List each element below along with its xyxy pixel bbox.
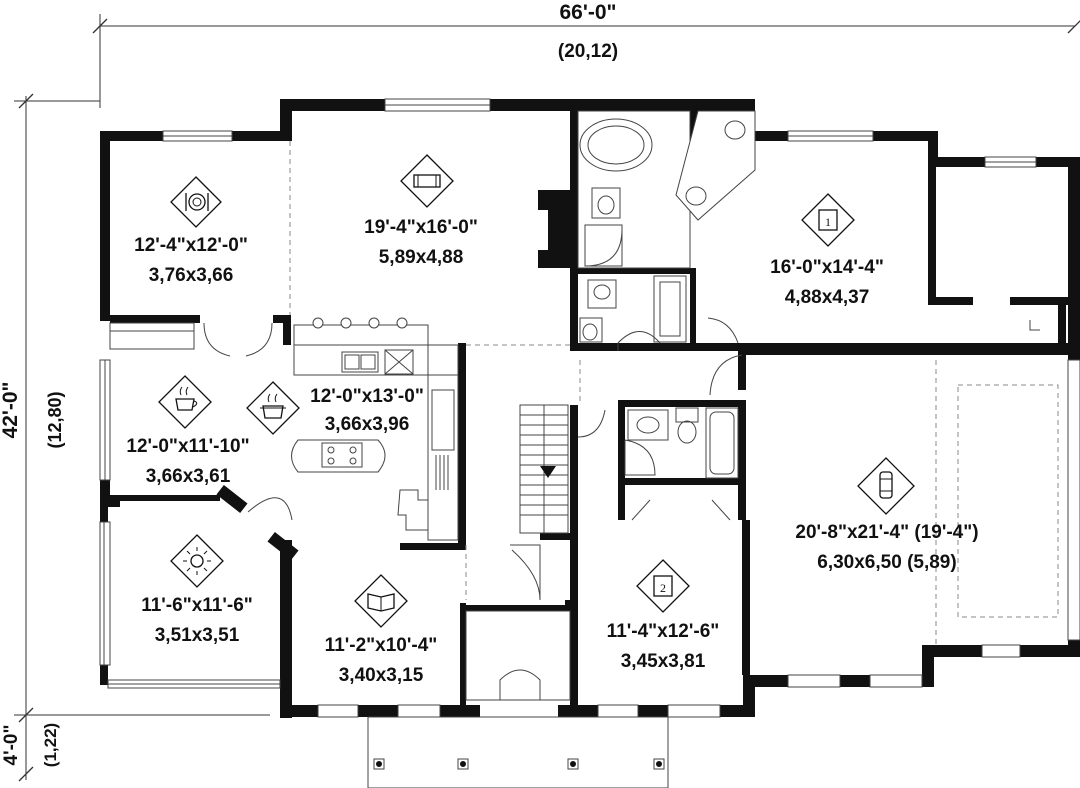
room-dimension-metric: 3,45x3,81 [621,651,706,672]
room-dimension-metric: 3,66x3,96 [325,414,410,435]
room-kitchen: 12'-0"x13'-0" 3,66x3,96 [310,386,424,435]
room-dimension-imperial: 12'-0"x11'-10" [126,436,249,457]
room-dimension-imperial: 20'-8"x21'-4" (19'-4") [795,522,978,543]
room-bedroom-2: 11'-4"x12'-6" 3,45x3,81 [607,621,720,672]
room-dimension-imperial: 11'-4"x12'-6" [607,621,720,642]
coffee-cup-icon [158,375,212,429]
room-study: 11'-2"x10'-4" 3,40x3,15 [325,635,438,686]
room-dimension-metric: 5,89x4,88 [379,247,464,268]
overall-width-ft: 66'-0" [560,1,617,24]
porch-depth-m: (1,22) [41,723,60,767]
room-dimension-metric: 3,51x3,51 [155,625,240,646]
room-dimension-metric: 3,40x3,15 [339,665,424,686]
dimension-lines [14,14,1080,782]
room-dimension-metric: 3,66x3,61 [146,466,231,487]
room-dining: 12'-4"x12'-0" 3,76x3,66 [134,235,248,286]
room-dimension-metric: 6,30x6,50 (5,89) [817,552,956,573]
room-dimension-metric: 4,88x4,37 [785,287,870,308]
sun-icon [170,534,224,588]
overall-depth-m: (12,80) [45,391,65,448]
windows [99,98,1080,718]
room-sunroom: 11'-6"x11'-6" 3,51x3,51 [141,595,253,646]
overall-width-m: (20,12) [558,41,618,62]
room-dimension-imperial: 16'-0"x14'-4" [770,257,884,278]
room-dimension-imperial: 12'-0"x13'-0" [310,386,424,407]
porch-depth-ft: 4'-0" [1,725,22,766]
bedroom-1-icon: 1 [801,193,855,247]
overall-depth-ft: 42'-0" [0,382,22,439]
bedroom-2-icon: 2 [636,559,690,613]
dining-plate-icon [170,176,222,228]
room-dimension-imperial: 11'-2"x10'-4" [325,635,438,656]
room-dimension-imperial: 11'-6"x11'-6" [141,595,253,616]
room-dimension-metric: 3,76x3,66 [149,265,234,286]
cooking-pot-icon [246,381,300,435]
room-breakfast: 12'-0"x11'-10" 3,66x3,61 [126,436,249,487]
fixtures [109,110,1040,788]
room-dimension-imperial: 19'-4"x16'-0" [364,217,478,238]
car-icon [857,457,915,515]
book-icon [354,574,408,628]
bedroom-2-number: 2 [660,581,666,595]
room-dimension-imperial: 12'-4"x12'-0" [134,235,248,256]
bedroom-1-number: 1 [825,215,831,229]
room-living: 19'-4"x16'-0" 5,89x4,88 [364,217,478,268]
area-divisions [289,141,1059,701]
sofa-icon [400,154,454,208]
room-master-bedroom: 16'-0"x14'-4" 4,88x4,37 [770,257,884,308]
room-garage: 20'-8"x21'-4" (19'-4") 6,30x6,50 (5,89) [795,522,978,573]
